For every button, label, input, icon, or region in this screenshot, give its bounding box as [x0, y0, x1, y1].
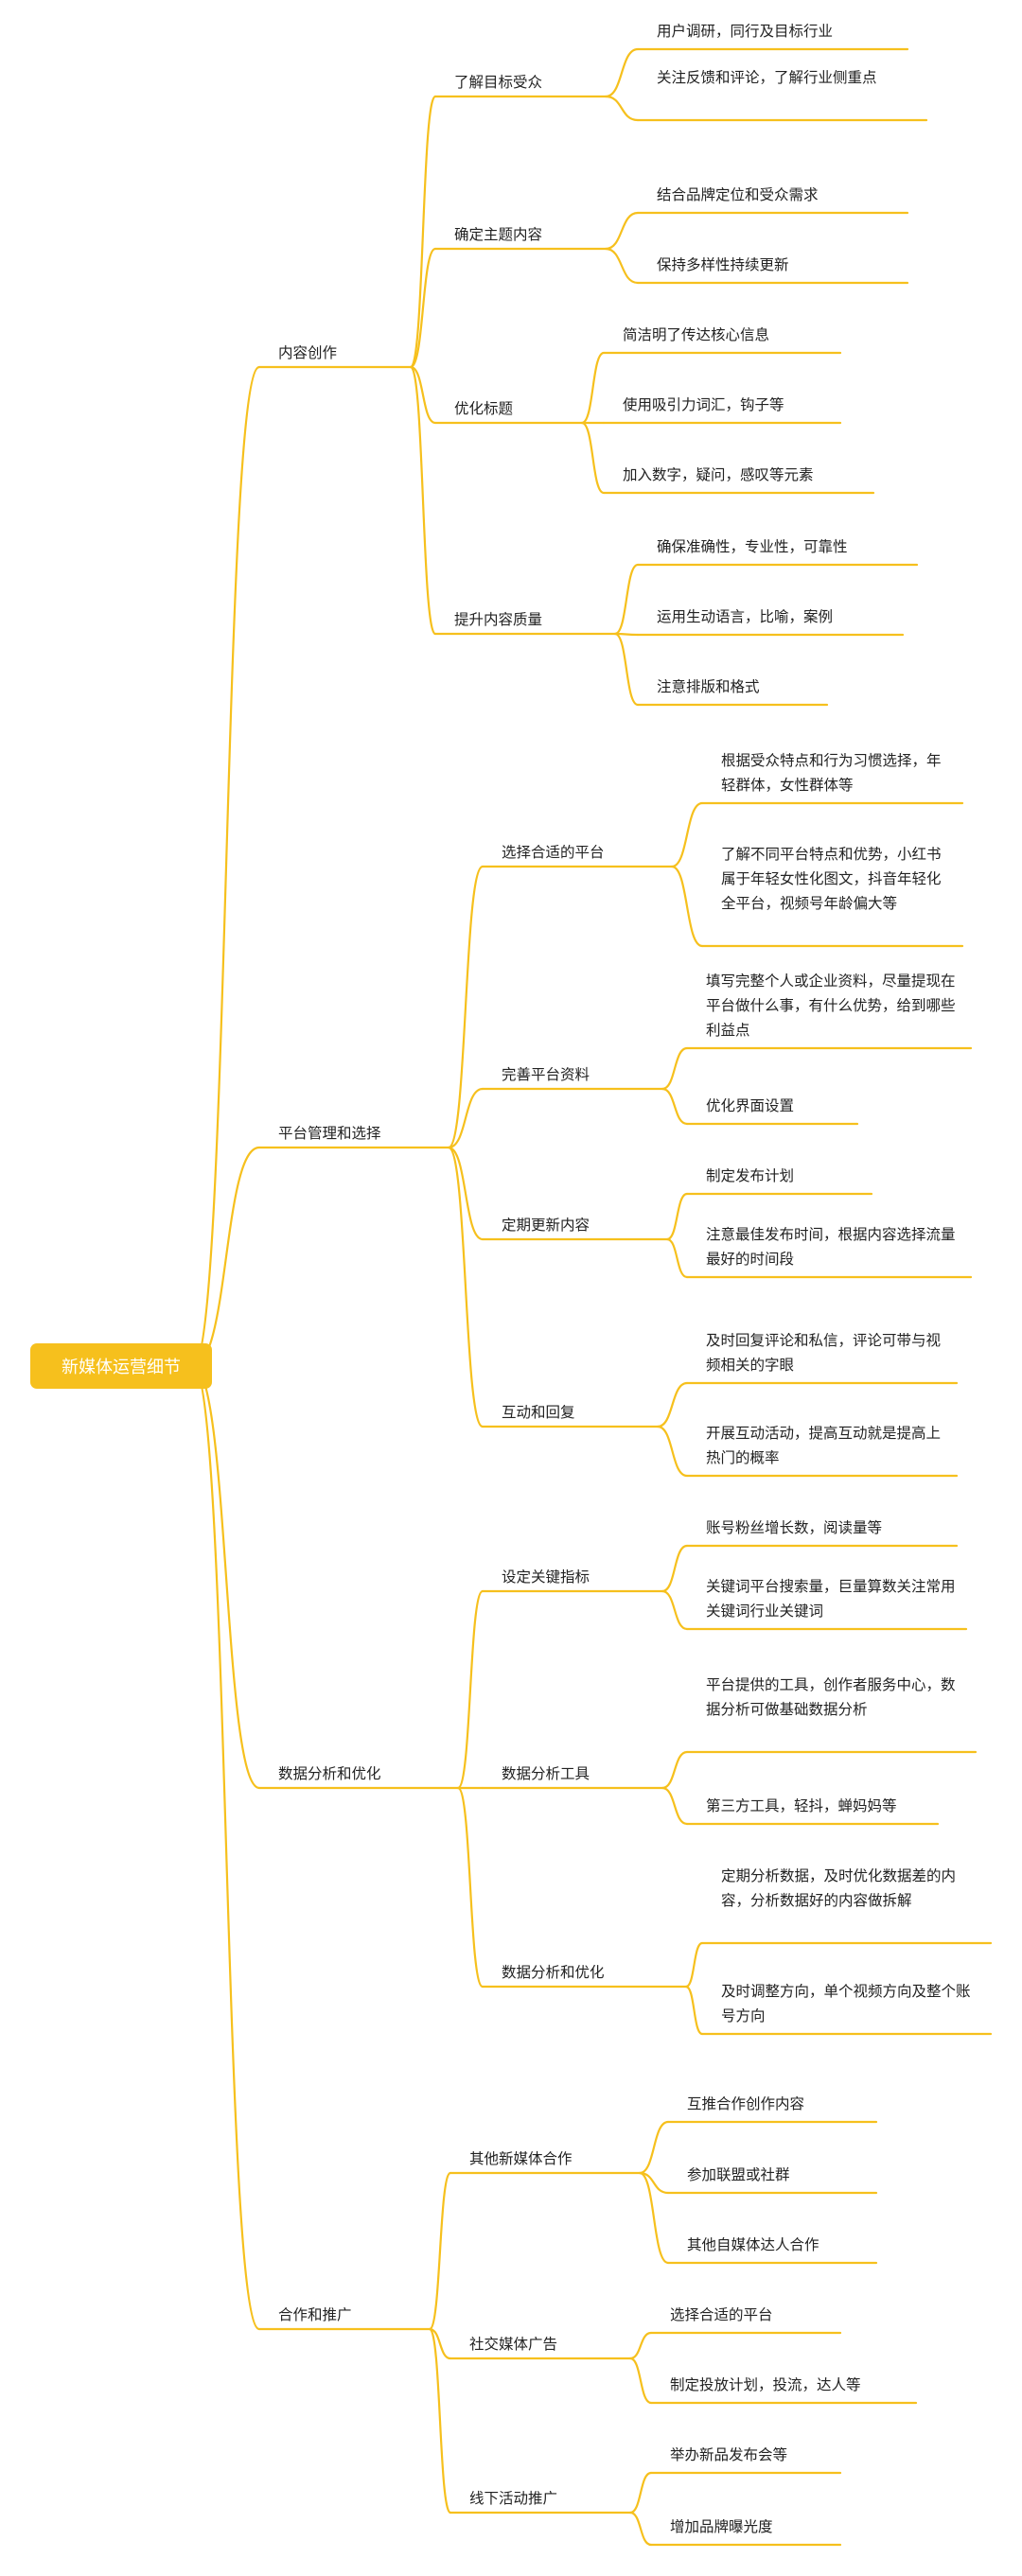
branch-label: 内容创作 — [278, 344, 338, 361]
topic-connector — [409, 247, 437, 369]
leaf-label: 制定投放计划，投流，达人等 — [670, 2376, 861, 2393]
leaf-connector — [661, 1544, 689, 1593]
topic-connector — [428, 2327, 452, 2360]
leaf-connector — [661, 1046, 689, 1091]
topic-connector — [456, 1786, 485, 1989]
leaf-connector — [628, 2511, 653, 2547]
leaf-connector — [604, 211, 640, 251]
leaf-label: 结合品牌定位和受众需求 — [657, 186, 819, 203]
topic-connector — [409, 95, 437, 369]
branch-label: 平台管理和选择 — [278, 1125, 381, 1142]
leaf-label: 关键词平台搜索量，巨量算数关注常用关键词行业关键词 — [706, 1578, 956, 1620]
leaf-label: 确保准确性，专业性，可靠性 — [657, 538, 848, 555]
leaf-connector — [604, 247, 640, 285]
topic-label: 定期更新内容 — [502, 1217, 590, 1234]
leaf-connector — [684, 1941, 704, 1989]
topic-label: 设定关键指标 — [502, 1568, 590, 1586]
leaf-label: 用户调研，同行及目标行业 — [657, 23, 834, 40]
leaf-label: 平台提供的工具，创作者服务中心，数据分析可做基础数据分析 — [706, 1676, 956, 1718]
leaf-connector — [661, 1589, 689, 1631]
root-node: 新媒体运营细节 — [30, 1343, 212, 1389]
leaf-connector — [661, 1087, 689, 1126]
topic-connector — [447, 1087, 485, 1149]
topic-connector — [409, 365, 437, 425]
topic-label: 完善平台资料 — [502, 1066, 590, 1083]
topic-label: 社交媒体广告 — [469, 2336, 558, 2353]
leaf-connector — [628, 2331, 653, 2360]
topic-label: 确定主题内容 — [454, 226, 543, 243]
leaf-label: 增加品牌曝光度 — [670, 2518, 773, 2535]
topic-label: 线下活动推广 — [469, 2490, 558, 2507]
leaf-label: 互推合作创作内容 — [687, 2095, 805, 2112]
leaf-connector — [628, 2357, 653, 2405]
topic-connector — [428, 2327, 452, 2515]
leaf-label: 保持多样性持续更新 — [657, 256, 789, 273]
topic-label: 选择合适的平台 — [502, 844, 605, 861]
topic-connector — [447, 1146, 485, 1428]
topic-connector — [428, 2171, 452, 2331]
leaf-label: 其他自媒体达人合作 — [687, 2236, 819, 2253]
leaf-connector — [580, 421, 606, 495]
topic-label: 数据分析工具 — [502, 1765, 590, 1782]
leaf-connector — [628, 2471, 653, 2515]
topic-connector — [447, 865, 485, 1149]
leaf-connector — [638, 2120, 670, 2175]
branch-connector — [191, 1364, 261, 1790]
leaf-label: 及时回复评论和私信，评论可带与视频相关的字眼 — [706, 1332, 942, 1374]
leaf-connector — [661, 1786, 689, 1826]
leaf-label: 使用吸引力词汇，钩子等 — [623, 396, 784, 413]
topic-connector — [456, 1589, 485, 1790]
leaf-label: 第三方工具，轻抖，蝉妈妈等 — [706, 1797, 897, 1814]
leaf-connector — [604, 95, 640, 122]
leaf-connector — [684, 1985, 704, 2036]
branch-label: 合作和推广 — [278, 2306, 352, 2323]
leaf-label: 注意排版和格式 — [657, 678, 760, 695]
leaf-connector — [638, 2171, 670, 2265]
leaf-label: 账号粉丝增长数，阅读量等 — [706, 1519, 883, 1536]
topic-label: 了解目标受众 — [454, 74, 543, 91]
topic-label: 数据分析和优化 — [502, 1964, 605, 1981]
leaf-connector — [613, 563, 640, 636]
topic-connector — [409, 365, 437, 636]
leaf-label: 注意最佳发布时间，根据内容选择流量最好的时间段 — [706, 1226, 956, 1268]
leaf-connector — [580, 351, 606, 425]
topic-label: 提升内容质量 — [454, 611, 543, 628]
leaf-connector — [665, 1192, 689, 1241]
topic-connector — [447, 1146, 485, 1241]
leaf-label: 定期分析数据，及时优化数据差的内容，分析数据好的内容做拆解 — [721, 1867, 957, 1909]
leaf-label: 优化界面设置 — [706, 1097, 795, 1114]
leaf-connector — [661, 1750, 689, 1790]
leaf-label: 根据受众特点和行为习惯选择，年轻群体，女性群体等 — [721, 752, 942, 794]
leaf-label: 参加联盟或社群 — [687, 2166, 790, 2183]
leaf-label: 制定发布计划 — [706, 1167, 795, 1184]
leaf-connector — [656, 1381, 689, 1428]
leaf-label: 加入数字，疑问，感叹等元素 — [623, 466, 814, 483]
branch-connector — [191, 1364, 261, 2331]
topic-label: 优化标题 — [454, 400, 514, 417]
leaf-connector — [670, 801, 704, 868]
leaf-connector — [604, 47, 640, 98]
leaf-label: 选择合适的平台 — [670, 2306, 773, 2323]
leaf-label: 简洁明了传达核心信息 — [623, 326, 770, 343]
leaf-label: 开展互动活动，提高互动就是提高上热门的概率 — [706, 1425, 942, 1466]
leaf-label: 运用生动语言，比喻，案例 — [657, 608, 834, 625]
leaf-label: 填写完整个人或企业资料，尽量提现在平台做什么事，有什么优势，给到哪些利益点 — [706, 973, 956, 1039]
topic-label: 互动和回复 — [502, 1404, 575, 1421]
branch-connector — [191, 365, 261, 1368]
leaf-label: 举办新品发布会等 — [670, 2446, 788, 2463]
leaf-connector — [613, 632, 640, 707]
topic-label: 其他新媒体合作 — [469, 2150, 573, 2167]
leaf-connector — [670, 865, 704, 948]
leaf-label: 了解不同平台特点和优势，小红书属于年轻女性化图文，抖音年轻化全平台，视频号年龄偏… — [721, 846, 942, 912]
leaf-label: 关注反馈和评论，了解行业侧重点 — [657, 69, 877, 86]
leaf-label: 及时调整方向，单个视频方向及整个账号方向 — [721, 1983, 971, 2024]
leaf-connector — [665, 1237, 689, 1279]
leaf-connector — [656, 1425, 689, 1478]
branch-label: 数据分析和优化 — [278, 1765, 381, 1782]
